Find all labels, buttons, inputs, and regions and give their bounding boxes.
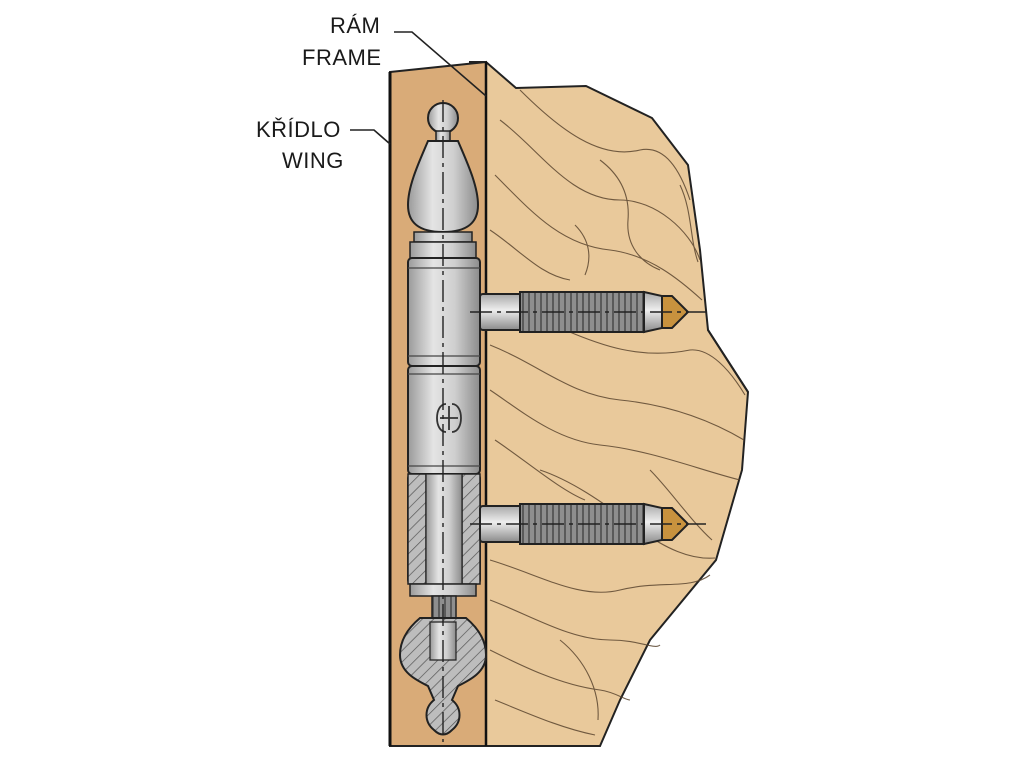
center-lines [442, 100, 706, 742]
lower-bolt [479, 502, 690, 546]
label-wing-en: WING [282, 148, 344, 173]
hinge-barrel-middle [407, 365, 481, 475]
label-wing-cz: KŘÍDLO [256, 117, 341, 142]
hinge-barrel-upper [407, 257, 481, 367]
label-frame-en: FRAME [302, 45, 382, 70]
frame-wood [469, 61, 750, 747]
hinge-barrel-lower [407, 473, 481, 597]
leader-lines [350, 31, 487, 145]
label-frame-cz: RÁM [330, 13, 381, 38]
